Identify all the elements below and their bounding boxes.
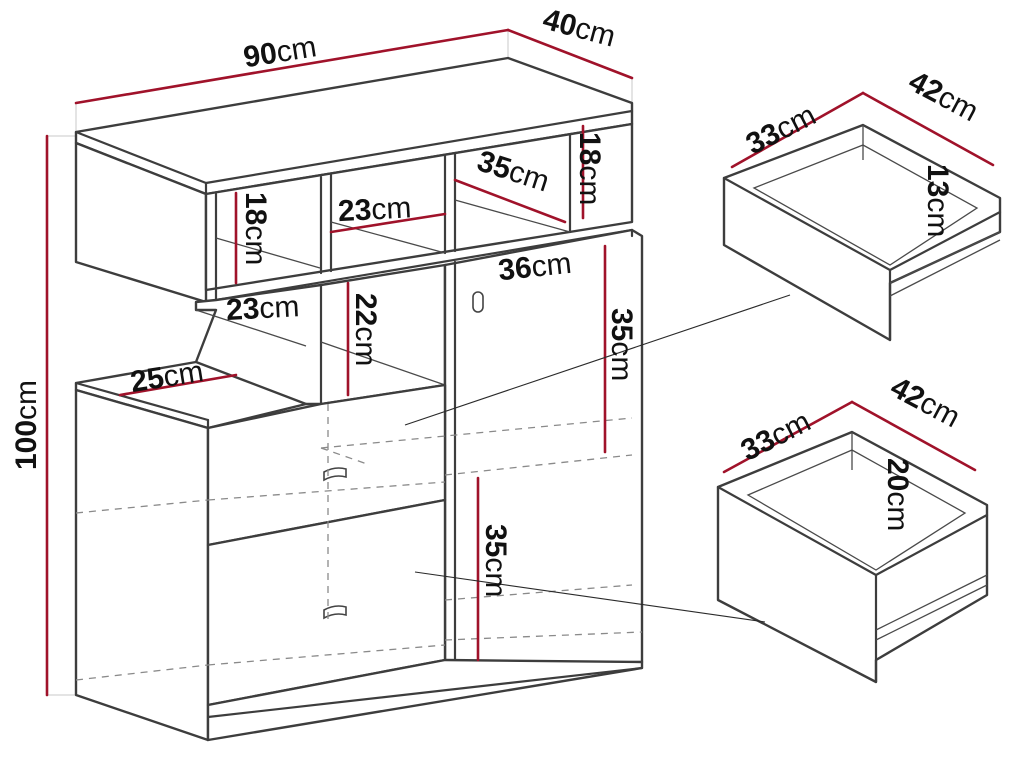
label-base-step-d: 25cm (128, 355, 206, 399)
drawer-handle-icon (323, 467, 347, 482)
label-top-mid-shelf-w: 23cm (337, 191, 412, 228)
drawer-detail-small (722, 91, 1002, 342)
label-mid-shelf-h: 22cm (349, 293, 382, 366)
label-width: 90cm (241, 30, 319, 74)
label-drawer2-h: 20cm (881, 458, 914, 531)
label-door-width: 36cm (497, 247, 573, 287)
cabinet (74, 56, 644, 742)
upper-drawer-front (206, 383, 447, 547)
label-right-upper-h: 35cm (605, 308, 638, 381)
label-drawer1-h: 13cm (921, 164, 954, 237)
label-height: 100cm (10, 380, 43, 470)
leader-lines (404, 294, 791, 623)
drawer1-body (722, 123, 1002, 342)
drawer2-body (716, 430, 989, 684)
label-top-left-shelf-h: 18cm (239, 192, 272, 265)
base-left-panel (74, 388, 210, 742)
drawer-detail-large (716, 400, 989, 684)
overall-guides (47, 30, 633, 696)
label-lower-drawer-h: 35cm (479, 524, 512, 597)
label-mid-shelf-w: 23cm (225, 290, 300, 327)
label-drawer2-d: 42cm (885, 371, 965, 435)
dimension-lines (45, 28, 634, 697)
hutch-back-panel (204, 122, 634, 292)
door-handle-icon (472, 291, 484, 313)
label-top-right-shelf-h: 18cm (573, 132, 606, 205)
label-drawer1-d: 42cm (903, 65, 983, 129)
